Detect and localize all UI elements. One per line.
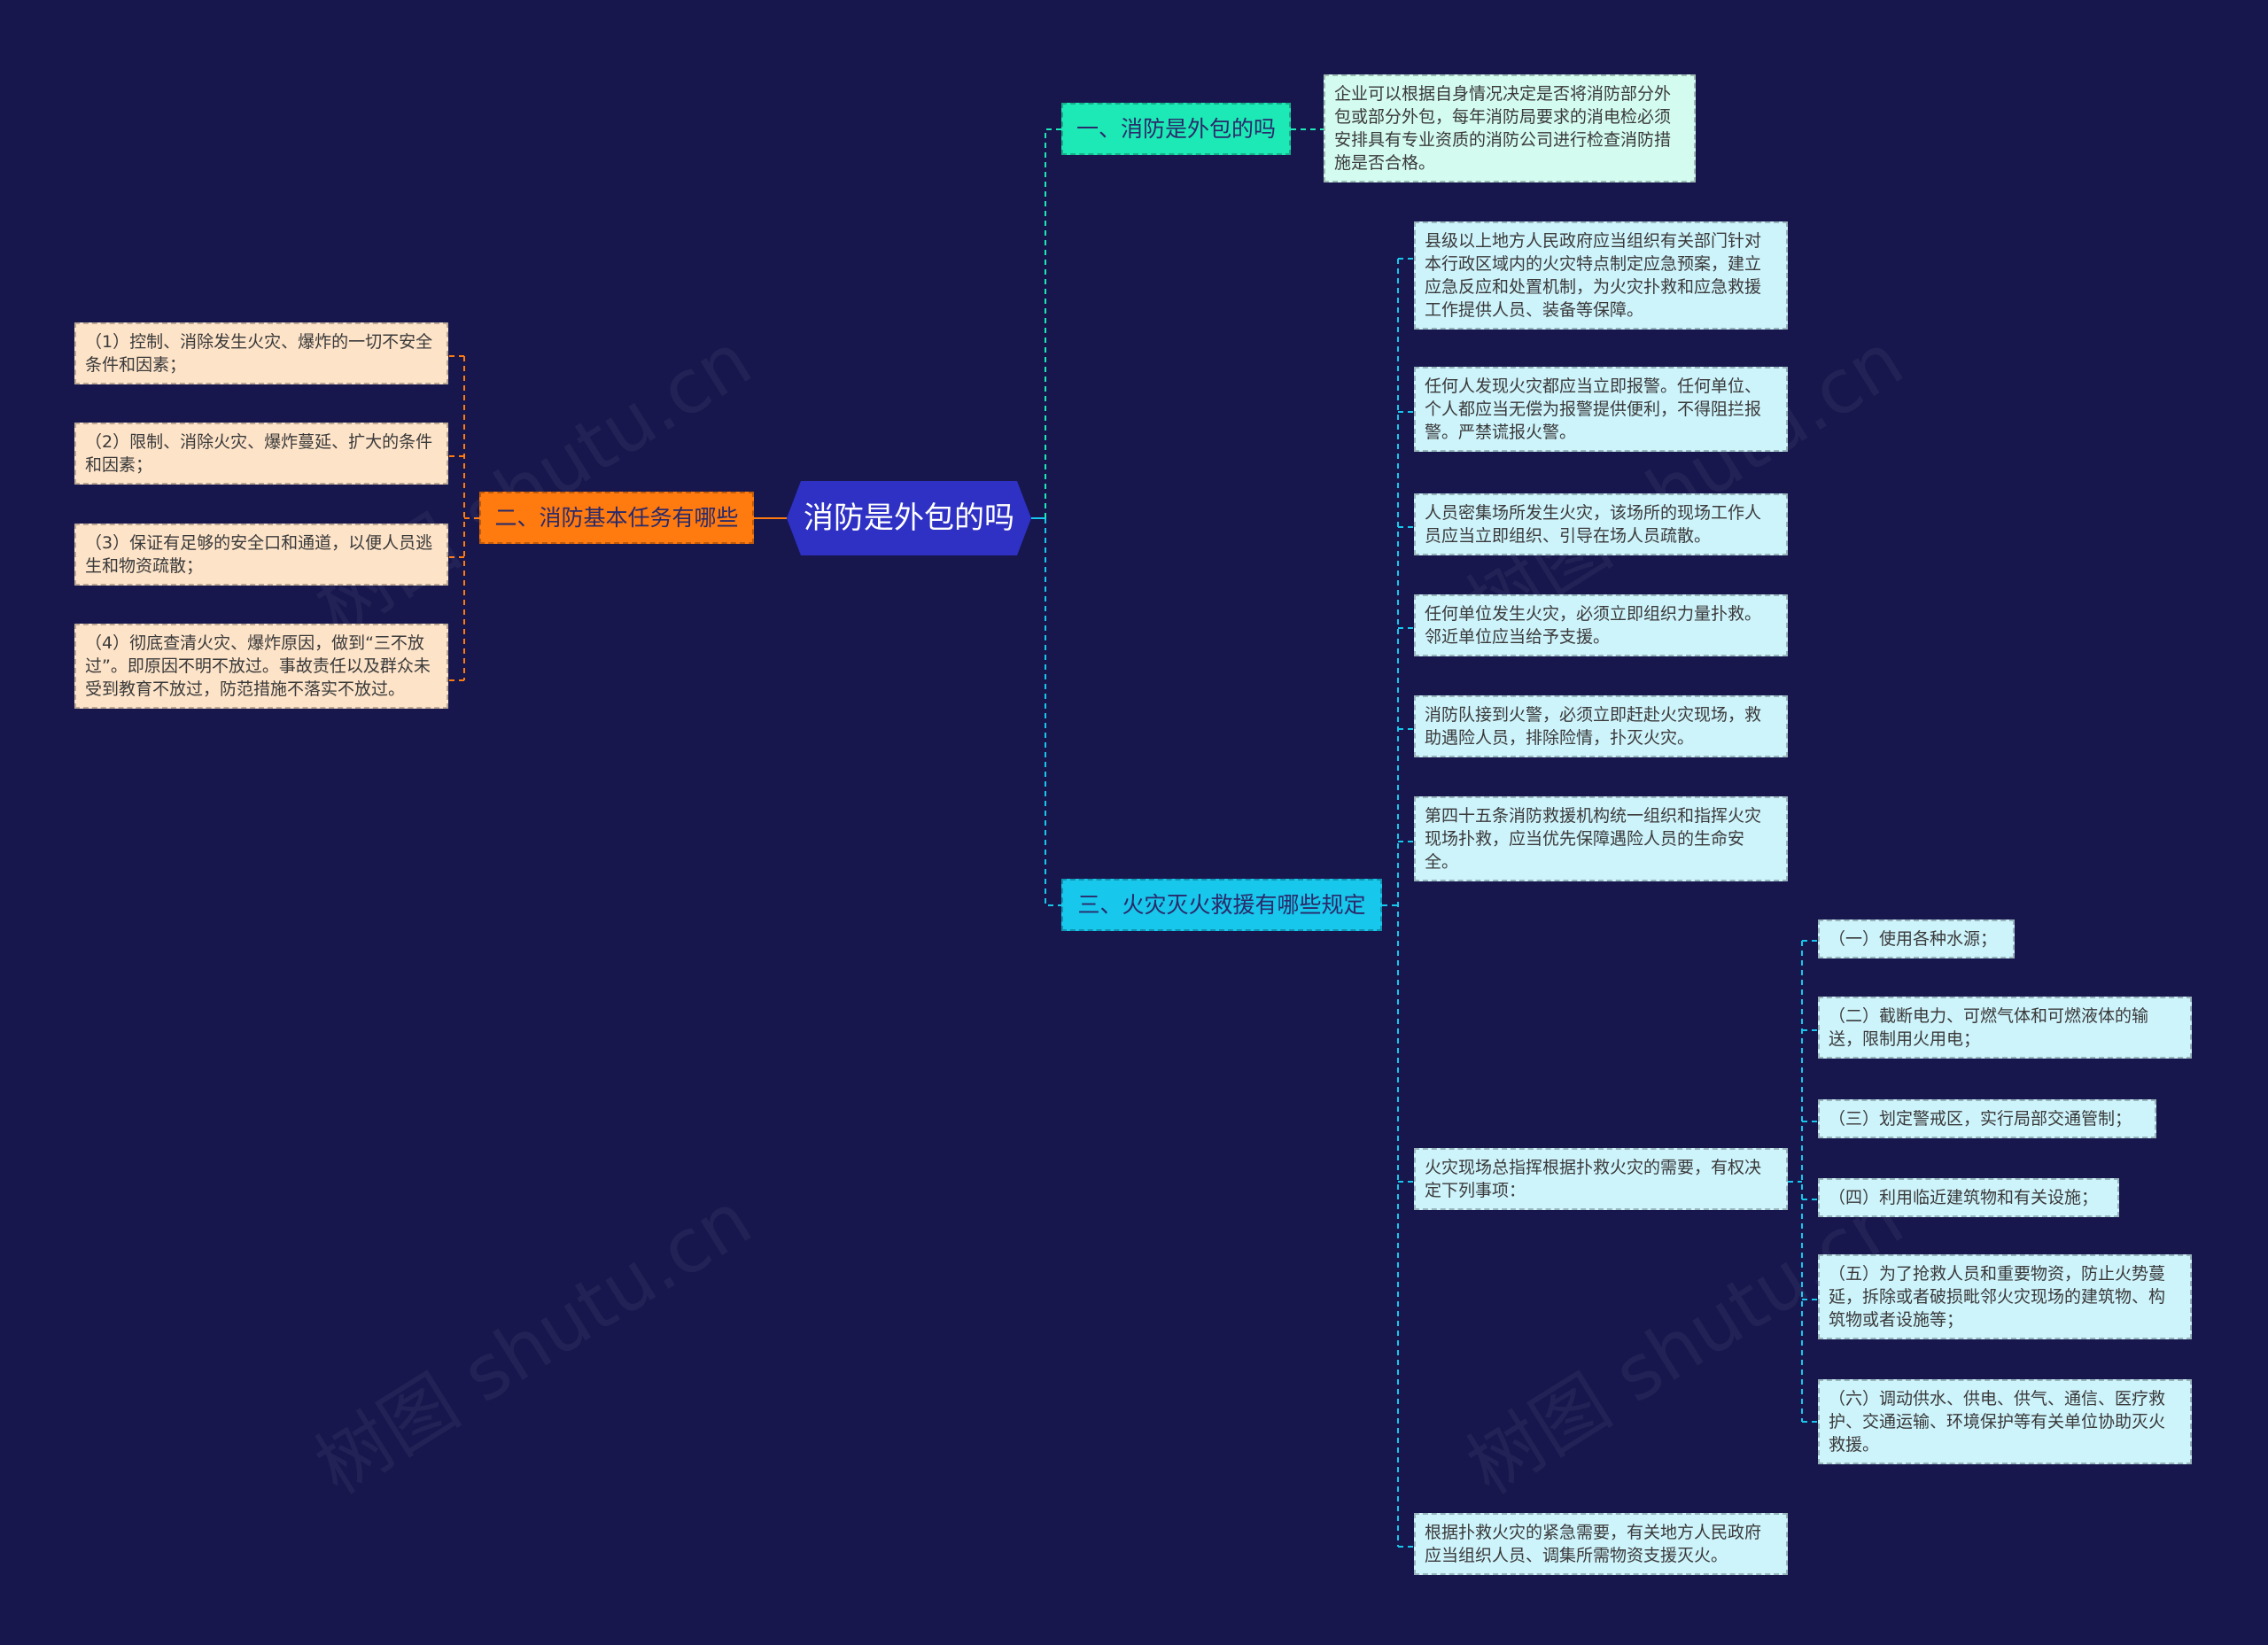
branch-fire-rescue-rules[interactable]: 三、火灾灭火救援有哪些规定 <box>1061 879 1382 931</box>
branch-basic-tasks[interactable]: 二、消防基本任务有哪些 <box>479 492 754 544</box>
rescue-rule-item: 根据扑救火灾的紧急需要，有关地方人民政府应当组织人员、调集所需物资支援灭火。 <box>1414 1513 1788 1575</box>
branch-outsourcing[interactable]: 一、消防是外包的吗 <box>1061 103 1291 155</box>
commander-power-item: （二）截断电力、可燃气体和可燃液体的输送，限制用火用电； <box>1818 997 2192 1059</box>
commander-power-item: （一）使用各种水源； <box>1818 919 2015 958</box>
basic-task-item: （3）保证有足够的安全口和通道，以便人员逃生和物资疏散； <box>74 524 448 586</box>
basic-task-item: （1）控制、消除发生火灾、爆炸的一切不安全条件和因素； <box>74 322 448 384</box>
rescue-rule-item: 县级以上地方人民政府应当组织有关部门针对本行政区域内的火灾特点制定应急预案，建立… <box>1414 221 1788 330</box>
basic-task-item: （4）彻底查清火灾、爆炸原因，做到“三不放过”。即原因不明不放过。事故责任以及群… <box>74 624 448 709</box>
branch-outsourcing-leaf: 企业可以根据自身情况决定是否将消防部分外包或部分外包，每年消防局要求的消电检必须… <box>1324 74 1696 182</box>
rescue-rule-item: 第四十五条消防救援机构统一组织和指挥火灾现场扑救，应当优先保障遇险人员的生命安全… <box>1414 796 1788 881</box>
basic-task-item: （2）限制、消除火灾、爆炸蔓延、扩大的条件和因素； <box>74 423 448 485</box>
commander-power-item: （六）调动供水、供电、供气、通信、医疗救护、交通运输、环境保护等有关单位协助灭火… <box>1818 1379 2192 1464</box>
commander-power-item: （四）利用临近建筑物和有关设施； <box>1818 1178 2119 1217</box>
rescue-commander-item[interactable]: 火灾现场总指挥根据扑救火灾的需要，有权决定下列事项： <box>1414 1148 1788 1210</box>
rescue-rule-item: 消防队接到火警，必须立即赶赴火灾现场，救助遇险人员，排除险情，扑灭火灾。 <box>1414 695 1788 757</box>
rescue-rule-item: 人员密集场所发生火灾，该场所的现场工作人员应当立即组织、引导在场人员疏散。 <box>1414 493 1788 555</box>
rescue-rule-item: 任何单位发生火灾，必须立即组织力量扑救。邻近单位应当给予支援。 <box>1414 594 1788 656</box>
root-node[interactable]: 消防是外包的吗 <box>787 481 1031 555</box>
commander-power-item: （三）划定警戒区，实行局部交通管制； <box>1818 1099 2156 1138</box>
commander-power-item: （五）为了抢救人员和重要物资，防止火势蔓延，拆除或者破损毗邻火灾现场的建筑物、构… <box>1818 1254 2192 1339</box>
rescue-rule-item: 任何人发现火灾都应当立即报警。任何单位、个人都应当无偿为报警提供便利，不得阻拦报… <box>1414 367 1788 452</box>
